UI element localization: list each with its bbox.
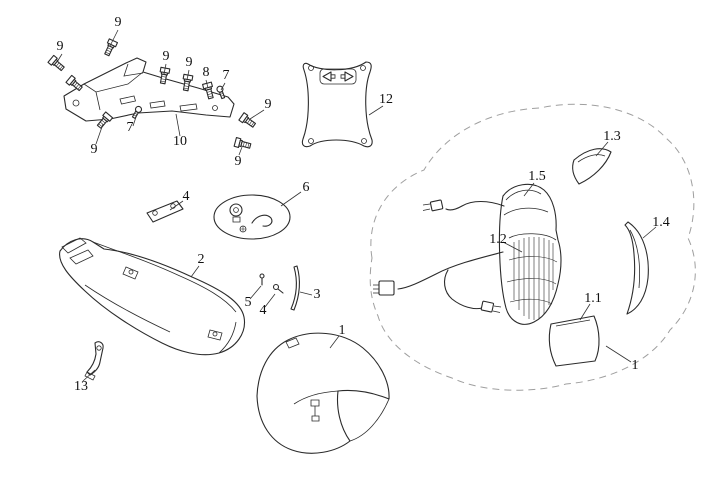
part-label: 5: [245, 295, 252, 310]
assembly-outline: [369, 103, 696, 391]
part-label: 7: [127, 120, 134, 135]
part-label: 1.2: [489, 232, 507, 247]
part-label: 1.3: [603, 129, 621, 144]
part-bracket-4: [146, 200, 184, 223]
part-label: 9: [57, 39, 64, 54]
taillight-assembly-group: [369, 103, 696, 391]
right-arrow-icon: [340, 71, 354, 82]
part-label: 1.1: [584, 291, 602, 306]
part-label: 1: [339, 323, 346, 338]
part-label: 1.5: [528, 169, 546, 184]
part-label: 4: [183, 189, 190, 204]
part-lens-side-1-4: [624, 221, 649, 315]
part-label: 9: [186, 55, 193, 70]
part-pin-5: [259, 273, 265, 286]
part-rear-fender: [59, 237, 246, 356]
part-label: 9: [163, 49, 170, 64]
lens-grid: [506, 237, 558, 320]
part-hardware-kit-6: [213, 194, 291, 240]
part-arrow-plate: [301, 61, 373, 148]
part-front-fender: [256, 332, 390, 454]
part-label: 7: [223, 68, 230, 83]
part-taillight-housing: [498, 183, 562, 325]
part-label: 1: [632, 358, 639, 373]
part-label: 3: [314, 287, 321, 302]
part-label: 10: [173, 134, 187, 149]
leader-lines: [56, 29, 657, 382]
part-labels: 9 9 9 9 8 7 9 7 10 9 9 12 4 6 2 5 4 3 1 …: [57, 15, 670, 394]
part-label: 9: [265, 97, 272, 112]
part-label: 8: [203, 65, 210, 80]
part-strip-3: [290, 265, 300, 311]
part-label: 9: [91, 142, 98, 157]
part-label: 12: [379, 92, 393, 107]
part-lens-bottom-1-1: [548, 315, 600, 367]
part-label: 1.4: [652, 215, 670, 230]
part-lens-small-1-3: [572, 148, 612, 185]
part-label: 13: [74, 379, 88, 394]
part-label: 6: [303, 180, 310, 195]
left-arrow-icon: [322, 71, 336, 82]
part-wiring-harness: [373, 199, 505, 313]
part-label: 2: [198, 252, 205, 267]
part-screw-4: [272, 283, 284, 294]
part-label: 9: [115, 15, 122, 30]
bolts-and-screws: [47, 38, 258, 151]
part-label: 9: [235, 154, 242, 169]
part-label: 4: [260, 303, 267, 318]
part-hook-bracket-13: [84, 341, 104, 381]
